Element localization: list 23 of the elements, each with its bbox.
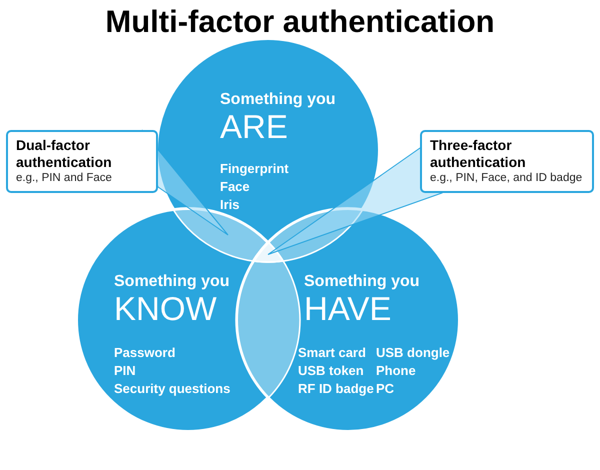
diagram-title: Multi-factor authentication <box>104 4 496 40</box>
circle-heading: Something you ARE <box>220 90 336 145</box>
list-item: Fingerprint <box>220 160 289 178</box>
callout-example: e.g., PIN, Face, and ID badge <box>430 171 584 186</box>
list-item: USB token <box>298 362 364 380</box>
list-item: PIN <box>114 362 136 380</box>
list-item: Iris <box>220 196 240 214</box>
list-item: RF ID badge <box>298 380 374 398</box>
list-item: Phone <box>376 362 416 380</box>
circle-heading: Something you KNOW <box>114 272 230 327</box>
list-item: Password <box>114 344 176 362</box>
callout-heading: Three-factor authentication <box>430 137 527 171</box>
list-item: USB dongle <box>376 344 450 362</box>
callout-example: e.g., PIN and Face <box>16 171 113 186</box>
callout-box <box>6 130 158 193</box>
list-item: Security questions <box>114 380 230 398</box>
circle-heading: Something you HAVE <box>304 272 420 327</box>
center-overlap-region <box>252 240 284 263</box>
callout-heading: Dual-factor authentication <box>16 137 113 171</box>
list-item: PC <box>376 380 394 398</box>
list-item: Face <box>220 178 250 196</box>
list-item: Smart card <box>298 344 366 362</box>
callout-box <box>420 130 594 193</box>
